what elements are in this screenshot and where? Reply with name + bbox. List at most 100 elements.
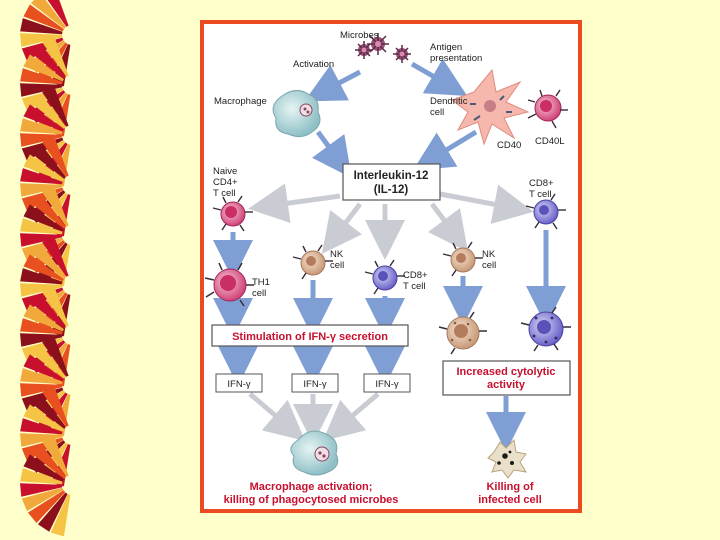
ribbon-wedge: [20, 483, 63, 497]
label-naive-3: T cell: [213, 188, 236, 199]
ribbon-wedge: [20, 283, 63, 297]
ribbon-wedge: [42, 86, 69, 127]
ribbon-wedge: [20, 168, 63, 185]
ribbon-wedge: [42, 386, 69, 427]
ribbon-wedge: [42, 286, 69, 327]
arrow-ifn-1-to-macrophage: [248, 392, 306, 441]
activated-cd8-cell-icon: [520, 306, 571, 352]
label-antigen-presentation-1: Antigen: [430, 42, 462, 53]
ribbon-wedge: [21, 487, 64, 511]
label-nk-left-1: NK: [330, 249, 344, 260]
label-naive-2: CD4+: [213, 177, 238, 188]
decorative-ribbon: [20, 0, 71, 537]
label-cd8-top-2: T cell: [529, 189, 552, 200]
label-th1-1: TH1: [252, 277, 270, 288]
naive-cd4-t-cell-icon: [212, 195, 253, 232]
label-cd40: CD40: [497, 140, 521, 151]
label-ifn-1: IFN-γ: [227, 379, 250, 390]
ribbon-wedge: [31, 293, 66, 329]
label-ifn-2: IFN-γ: [303, 379, 326, 390]
ribbon-wedge: [20, 418, 63, 435]
ifn-box-3: [363, 373, 411, 393]
label-macrophage: Macrophage: [214, 96, 267, 107]
ribbon-wedge: [23, 54, 64, 82]
ribbon-wedge: [20, 233, 63, 247]
ribbon-wedge: [20, 433, 63, 447]
ribbon-wedge: [23, 204, 64, 232]
ribbon-wedge: [20, 268, 63, 285]
ribbon-wedge: [20, 133, 63, 147]
arrow-microbes-to-dendritic: [410, 58, 468, 97]
ribbon-wedge: [31, 343, 66, 379]
ribbon-wedge: [20, 68, 63, 85]
ribbon-wedge: [20, 218, 63, 235]
cd8-t-cell-top-icon: [525, 193, 566, 230]
label-macro-act-2: killing of phagocytosed microbes: [224, 494, 399, 506]
label-nk-left-2: cell: [330, 260, 344, 271]
label-macro-act-1: Macrophage activation;: [250, 481, 373, 493]
cd40l-t-cell-icon: [527, 89, 568, 129]
cd8-t-cell-mid-icon: [364, 259, 405, 295]
ribbon-wedge: [31, 43, 66, 79]
il12-box: [342, 163, 441, 201]
ribbon-wedge: [31, 193, 66, 229]
ribbon-wedge: [31, 143, 66, 179]
ribbon-wedge: [20, 18, 63, 35]
label-nk-right-1: NK: [482, 249, 496, 260]
arrow-il12-to-nk-left: [321, 202, 363, 254]
ribbon-wedge: [42, 186, 69, 227]
ribbon-wedge: [23, 354, 64, 382]
ribbon-wedge: [23, 254, 64, 282]
ribbon-wedge: [20, 383, 63, 397]
label-microbes: Microbes: [340, 30, 379, 41]
label-cd40l: CD40L: [535, 136, 565, 147]
label-th1-2: cell: [252, 288, 266, 299]
ribbon-wedge: [23, 4, 64, 32]
ifn-boxes: [215, 373, 411, 393]
ribbon-wedge: [31, 393, 66, 429]
ribbon-wedge: [37, 492, 68, 532]
label-naive-1: Naive: [213, 166, 237, 177]
label-dendritic-2: cell: [430, 107, 444, 118]
ribbon-wedge: [50, 494, 71, 537]
ribbon-wedge: [20, 33, 63, 47]
th1-cell-icon: [204, 262, 254, 307]
label-cd8-top-1: CD8+: [529, 178, 554, 189]
ifn-box-1: [215, 373, 263, 393]
ribbon-wedge: [20, 183, 63, 197]
text-labels: Microbes Activation Antigen presentation…: [213, 30, 565, 506]
ribbon-wedge: [47, 0, 69, 27]
ribbon-wedge: [20, 318, 63, 335]
arrow-microbes-to-macrophage: [304, 64, 362, 102]
label-killing-2: infected cell: [478, 494, 542, 506]
label-antigen-presentation-2: presentation: [430, 53, 482, 64]
ribbon-wedge: [20, 83, 63, 97]
ribbon-wedge: [23, 104, 64, 132]
arrow-il12-to-cd8-top: [439, 184, 534, 224]
arrow-il12-to-nk-right: [428, 202, 468, 252]
arrow-ifn-3-to-macrophage: [322, 392, 380, 441]
ifn-secretion-box: [211, 324, 409, 347]
label-il12-2: (IL-12): [374, 184, 409, 196]
ribbon-wedge: [31, 0, 66, 29]
ribbon-wedge: [31, 93, 66, 129]
ribbon-wedge: [42, 36, 69, 77]
label-cytolytic-2: activity: [487, 379, 526, 391]
ribbon-wedge: [23, 404, 64, 432]
arrow-macrophage-to-il12: [312, 130, 352, 179]
nk-cell-left-icon: [292, 244, 333, 280]
ribbon-wedge: [20, 468, 63, 485]
ribbon-wedge: [23, 304, 64, 332]
ribbon-wedge: [23, 454, 64, 482]
label-ifn-3: IFN-γ: [375, 379, 398, 390]
activated-nk-cell-icon: [438, 311, 487, 355]
ifn-box-2: [291, 373, 339, 393]
ribbon-wedge: [42, 136, 69, 177]
label-nk-right-2: cell: [482, 260, 496, 271]
dendritic-cell-icon: [450, 68, 530, 146]
label-activation: Activation: [293, 59, 334, 70]
arrow-dendritic-to-il12: [412, 129, 478, 171]
ribbon-wedge: [20, 368, 63, 385]
label-cd8-mid-2: T cell: [403, 281, 426, 292]
